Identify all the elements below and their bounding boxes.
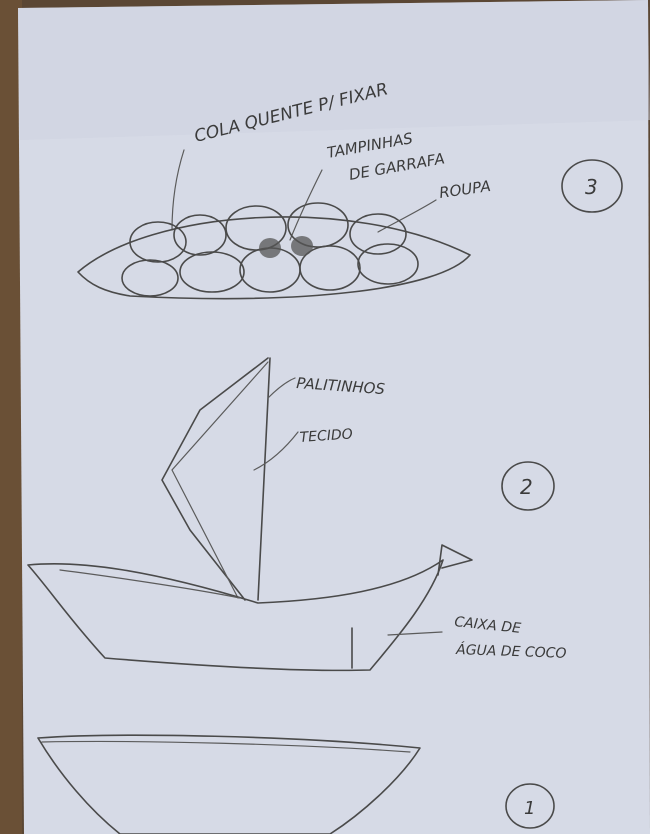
step-3-number: 3 <box>585 175 598 199</box>
table-edge <box>0 0 22 834</box>
shaded-cap <box>259 238 281 258</box>
step-1-number: 1 <box>524 798 535 819</box>
paper-shadow <box>18 0 650 140</box>
step-2-number: 2 <box>520 475 533 499</box>
shaded-cap <box>291 236 313 256</box>
